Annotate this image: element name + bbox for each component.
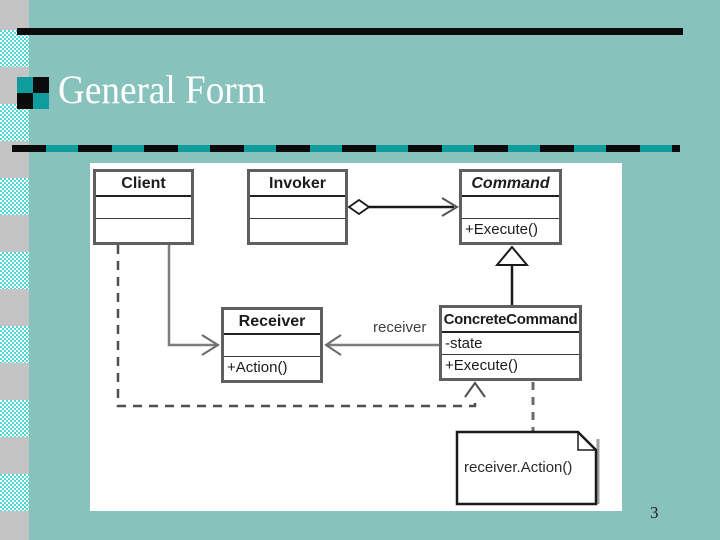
class-receiver-attributes <box>224 335 320 357</box>
note-shape <box>455 430 598 506</box>
class-invoker: Invoker <box>247 169 348 245</box>
class-concrete-command: ConcreteCommand -state +Execute() <box>439 305 582 381</box>
client-receiver-line <box>167 245 216 347</box>
class-invoker-attributes <box>250 197 345 219</box>
association-role-label: receiver <box>373 319 427 336</box>
class-receiver-name: Receiver <box>224 310 320 335</box>
class-client-operations <box>96 219 191 242</box>
class-concrete-command-attributes: -state <box>442 333 579 355</box>
class-command-name: Command <box>462 172 559 197</box>
title-bullet-icon <box>17 77 49 109</box>
class-client-name: Client <box>96 172 191 197</box>
concrete-receiver-arrowhead <box>324 334 342 356</box>
class-receiver-operations: +Action() <box>227 359 288 376</box>
class-command-attributes <box>462 197 559 219</box>
aggregation-diamond <box>347 198 371 216</box>
top-rule <box>17 28 683 35</box>
class-receiver: Receiver +Action() <box>221 307 323 383</box>
dashed-rule <box>12 145 680 152</box>
generalization-triangle <box>494 245 530 266</box>
class-concrete-command-operations: +Execute() <box>445 357 518 374</box>
class-command-operations: +Execute() <box>465 221 538 238</box>
dependency-dashed-line <box>116 245 477 408</box>
dependency-arrowhead <box>464 381 486 398</box>
class-client-attributes <box>96 197 191 219</box>
class-invoker-name: Invoker <box>250 172 345 197</box>
client-receiver-arrowhead <box>201 334 220 356</box>
aggregation-arrowhead <box>441 197 459 217</box>
class-client: Client <box>93 169 194 245</box>
uml-diagram-panel: Client Invoker Command +Execute() Receiv… <box>90 163 622 511</box>
note-text: receiver.Action() <box>464 459 573 476</box>
note-fold-icon <box>577 432 596 451</box>
class-concrete-command-name: ConcreteCommand <box>442 308 579 333</box>
uml-connectors <box>116 197 600 506</box>
class-command: Command +Execute() <box>459 169 562 245</box>
slide-title: General Form <box>58 67 266 112</box>
class-invoker-operations <box>250 219 345 242</box>
page-number: 3 <box>650 503 659 522</box>
